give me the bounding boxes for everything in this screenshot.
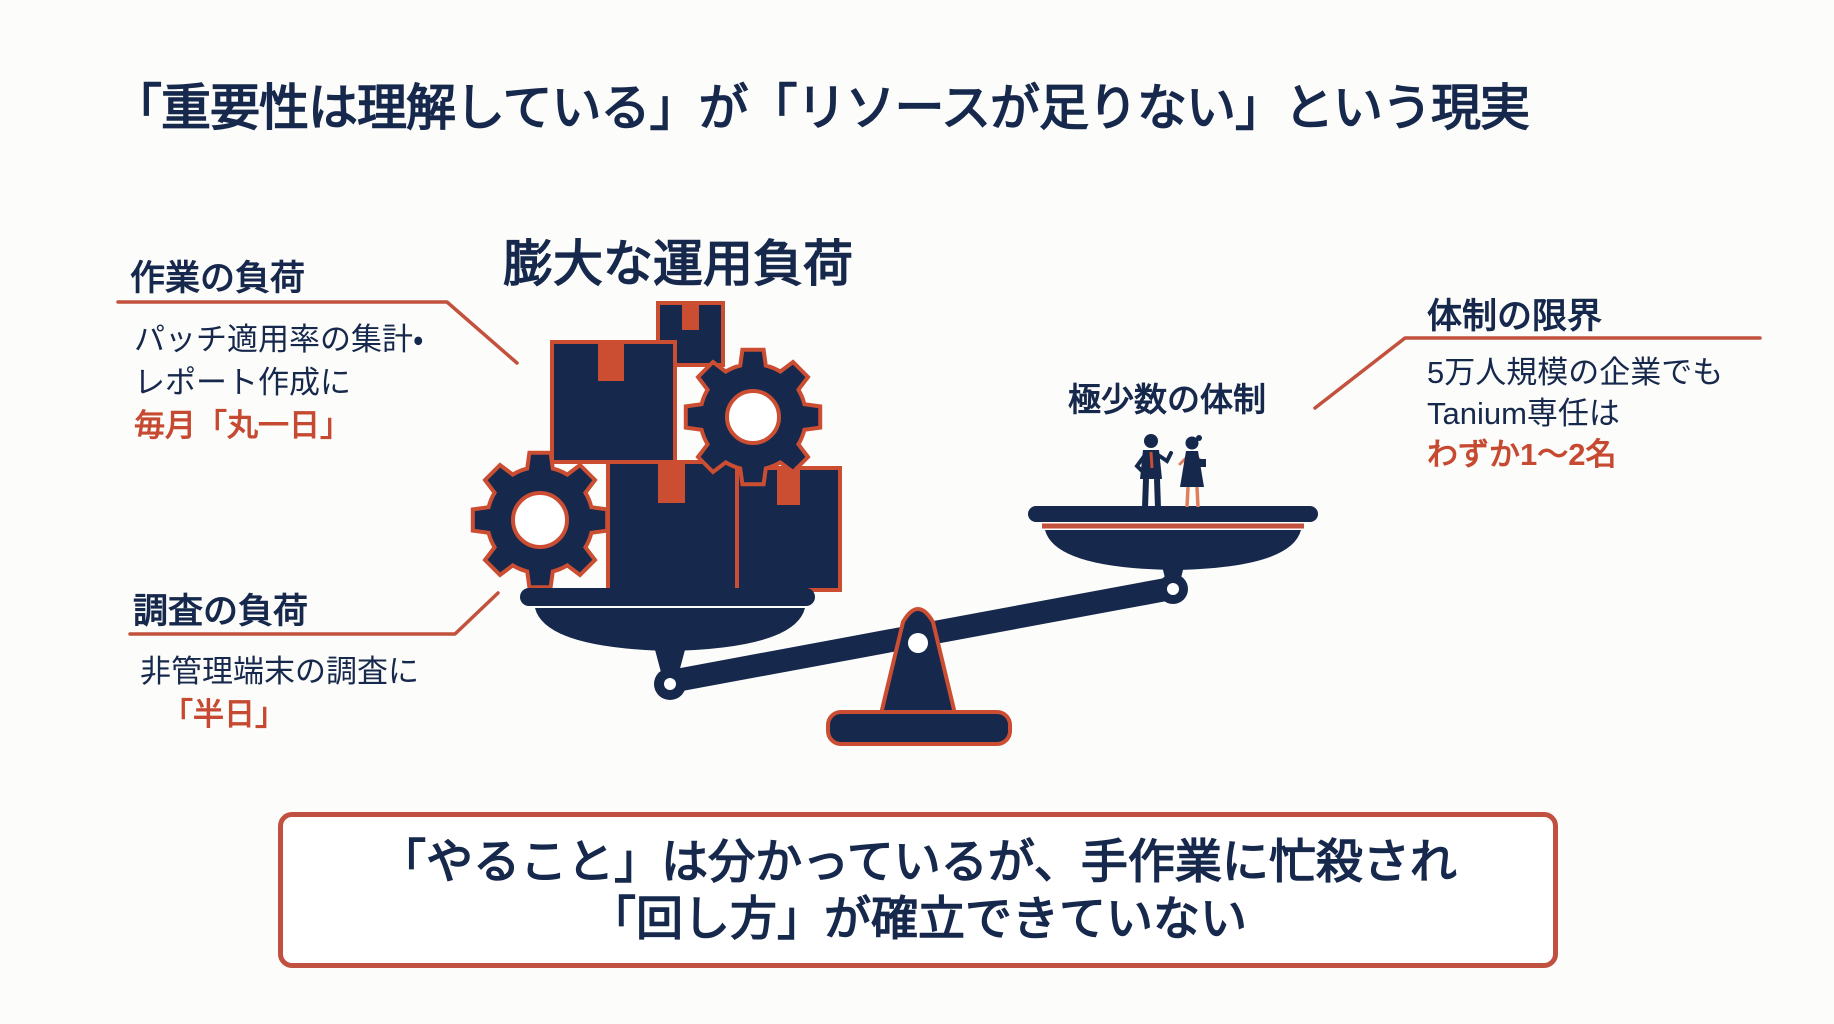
survey-callout-body: 非管理端末の調査に 「半日」 bbox=[140, 650, 419, 736]
conclusion-line2: 「回し方」が確立できていない bbox=[589, 892, 1247, 945]
people-icons bbox=[1134, 434, 1206, 511]
box-icon bbox=[656, 301, 725, 367]
left-scale-pan bbox=[520, 588, 815, 700]
box-icon bbox=[606, 460, 739, 592]
slide-title: 「重要性は理解している」が「リソースが足りない」という現実 bbox=[112, 80, 1530, 136]
team-callout-highlight: わずか1〜2名 bbox=[1427, 437, 1617, 472]
team-callout-line1: 5万人規模の企業でも bbox=[1427, 355, 1724, 390]
team-callout-title: 体制の限界 bbox=[1427, 297, 1603, 336]
right-scale-pan bbox=[1028, 506, 1318, 604]
box-icon bbox=[550, 340, 677, 464]
work-callout-title: 作業の負荷 bbox=[130, 259, 306, 298]
pile-heading: 膨大な運用負荷 bbox=[503, 236, 853, 292]
gear-icon bbox=[470, 450, 610, 590]
conclusion-line1: 「やること」は分かっているが、手作業に忙殺され bbox=[379, 835, 1457, 888]
businessman-icon bbox=[1134, 434, 1173, 511]
team-size-label: 極少数の体制 bbox=[1068, 381, 1266, 418]
team-callout-line2: Tanium専任は bbox=[1427, 396, 1620, 431]
survey-callout-line bbox=[128, 591, 500, 636]
team-callout-line bbox=[1313, 336, 1762, 410]
survey-callout-line1: 非管理端末の調査に bbox=[140, 654, 419, 689]
survey-callout-highlight: 「半日」 bbox=[162, 697, 286, 732]
work-callout-line2: レポート作成に bbox=[134, 365, 351, 400]
work-callout-body: パッチ適用率の集計・ レポート作成に 毎月「丸一日」 bbox=[134, 318, 424, 447]
gear-icon bbox=[683, 347, 823, 487]
work-callout-highlight: 毎月「丸一日」 bbox=[134, 408, 351, 443]
work-callout-line1: パッチ適用率の集計・ bbox=[134, 322, 424, 357]
businesswoman-icon bbox=[1178, 435, 1206, 511]
conclusion-box: 「やること」は分かっているが、手作業に忙殺され 「回し方」が確立できていない bbox=[278, 812, 1558, 968]
box-icon bbox=[735, 466, 842, 592]
survey-callout-title: 調査の負荷 bbox=[133, 592, 309, 631]
cargo-box-icons bbox=[550, 301, 842, 592]
team-callout-body: 5万人規模の企業でも Tanium専任は わずか1〜2名 bbox=[1427, 352, 1723, 475]
fulcrum-pivot-hole bbox=[908, 633, 928, 653]
gear-icons bbox=[470, 347, 823, 590]
work-callout-line bbox=[116, 300, 519, 365]
scale-fulcrum bbox=[826, 607, 1012, 746]
